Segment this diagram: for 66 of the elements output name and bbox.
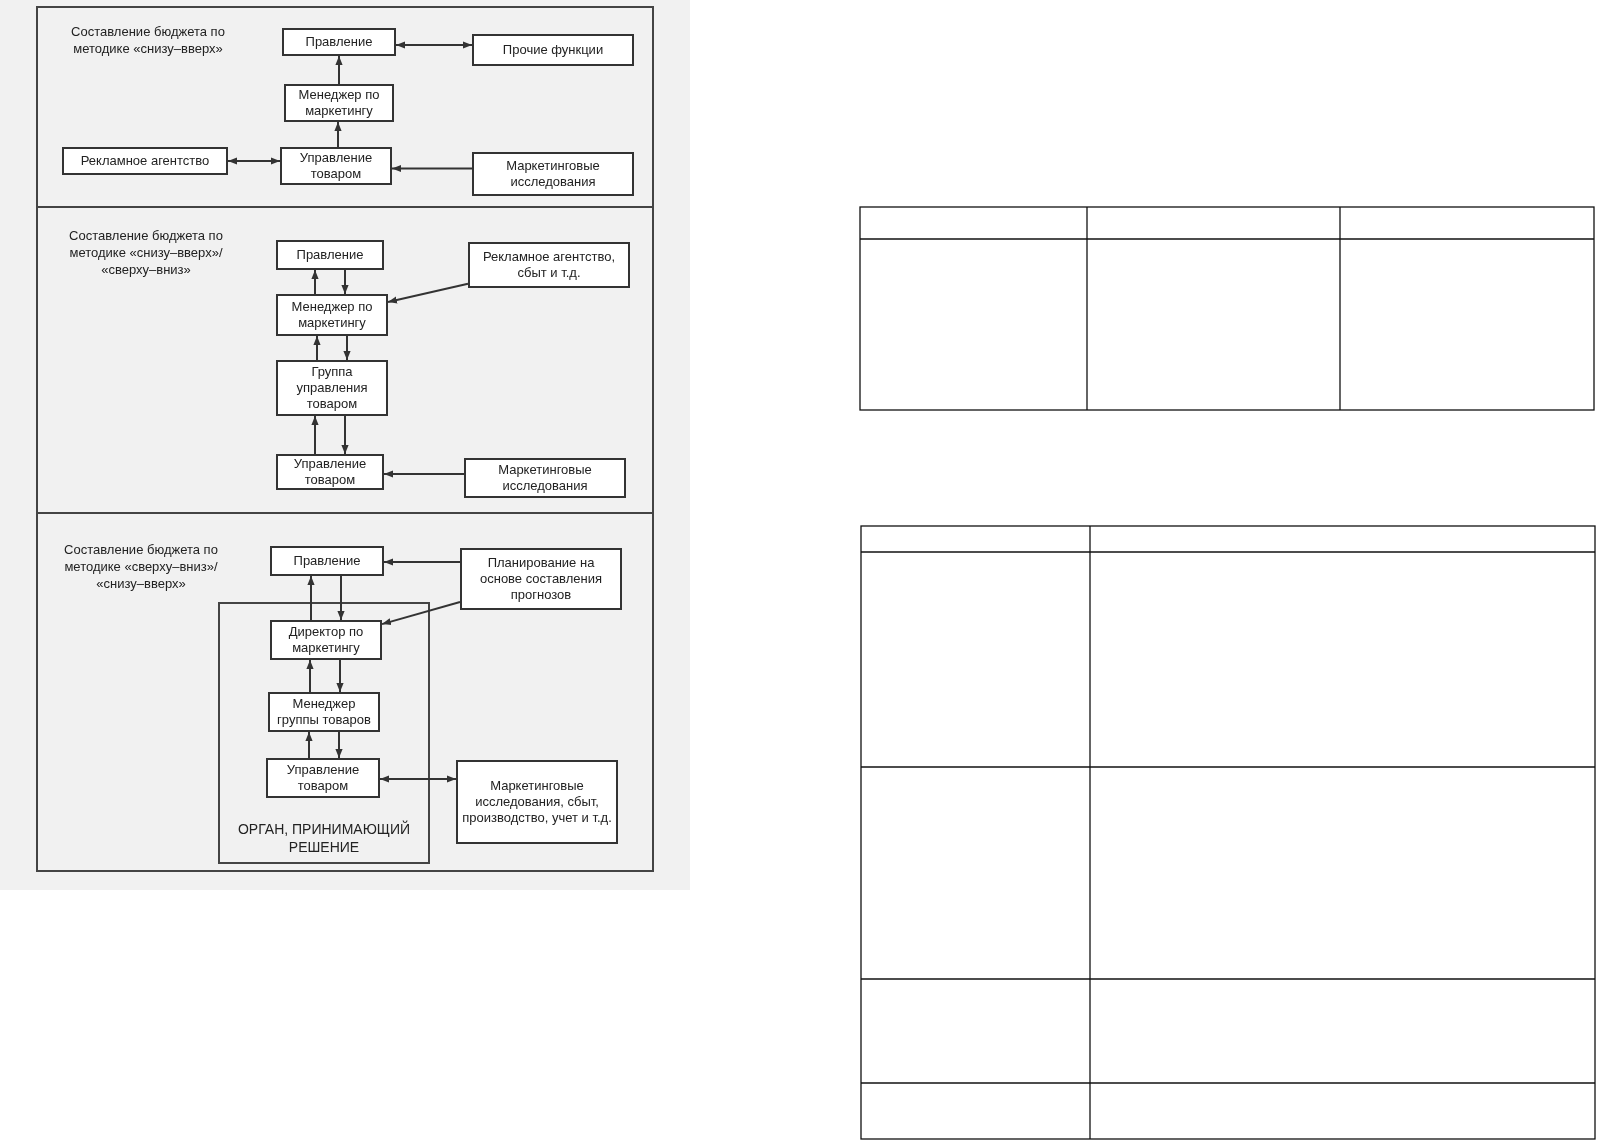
box-text: Правление	[293, 552, 361, 570]
box-text: Управление товаром	[285, 761, 361, 795]
process-box	[280, 147, 392, 185]
process-box	[270, 620, 382, 660]
process-box	[62, 147, 228, 175]
arrow	[381, 601, 461, 626]
process-box	[282, 28, 396, 56]
method-panel	[36, 206, 654, 514]
panel-heading: Составление бюджета по методике «сверху–вниз»/ «снизу–вверх»	[63, 542, 219, 593]
box-text: Менеджер по маркетингу	[290, 298, 374, 332]
arrow	[337, 575, 345, 621]
frame-heading: ОРГАН, ПРИНИМАЮЩИЙ РЕШЕНИЕ	[236, 819, 412, 856]
group-frame	[218, 602, 430, 864]
arrow	[311, 269, 319, 295]
process-box	[464, 458, 626, 498]
arrow	[343, 335, 351, 361]
process-box	[276, 294, 388, 336]
arrow	[305, 731, 313, 759]
arrow	[379, 775, 457, 783]
panel-heading: Составление бюджета по методике «снизу–вверх»/ «сверху–вниз»	[68, 228, 224, 279]
process-box	[472, 34, 634, 66]
arrow	[336, 659, 344, 693]
arrow	[383, 558, 461, 566]
method-panel	[36, 6, 654, 208]
arrow	[313, 335, 321, 361]
box-text: Прочие функции	[502, 41, 604, 59]
process-box	[456, 760, 618, 844]
panel-heading: Составление бюджета по методике «снизу–вверх»	[70, 24, 226, 58]
arrow	[306, 659, 314, 693]
process-box	[276, 240, 384, 270]
box-text: Директор по маркетингу	[287, 623, 365, 657]
box-text: Менеджер по маркетингу	[297, 86, 381, 120]
method-panel	[36, 512, 654, 872]
box-text: Маркетинговые исследования	[497, 461, 593, 495]
arrow	[307, 575, 315, 621]
box-text: Маркетинговые исследования	[505, 157, 601, 191]
arrow	[335, 55, 343, 85]
process-box	[468, 242, 630, 288]
process-box	[268, 692, 380, 732]
process-box	[266, 758, 380, 798]
process-box	[276, 360, 388, 416]
box-text: Управление товаром	[292, 455, 368, 489]
arrow	[334, 121, 342, 148]
box-text: Правление	[305, 33, 373, 51]
arrow	[335, 731, 343, 759]
box-text: Менеджер группы товаров	[276, 695, 372, 729]
arrow	[383, 470, 465, 478]
arrow	[311, 415, 319, 455]
process-box	[284, 84, 394, 122]
box-text: Рекламное агентство	[80, 152, 210, 170]
box-text: Маркетинговые исследования, сбыт, производство, учет и т.д.	[461, 777, 613, 827]
box-text: Планирование на основе составления прогнозов	[478, 554, 604, 604]
arrow	[387, 282, 469, 304]
arrow	[341, 269, 349, 295]
process-box	[460, 548, 622, 610]
process-box	[472, 152, 634, 196]
box-text: Правление	[296, 246, 364, 264]
process-box	[276, 454, 384, 490]
arrow	[227, 157, 281, 165]
process-box	[270, 546, 384, 576]
arrow	[341, 415, 349, 455]
box-text: Рекламное агентство, сбыт и т.д.	[481, 248, 617, 282]
arrow	[395, 41, 473, 49]
box-text: Группа управления товаром	[295, 363, 369, 413]
arrow	[391, 164, 473, 173]
box-text: Управление товаром	[298, 149, 374, 183]
